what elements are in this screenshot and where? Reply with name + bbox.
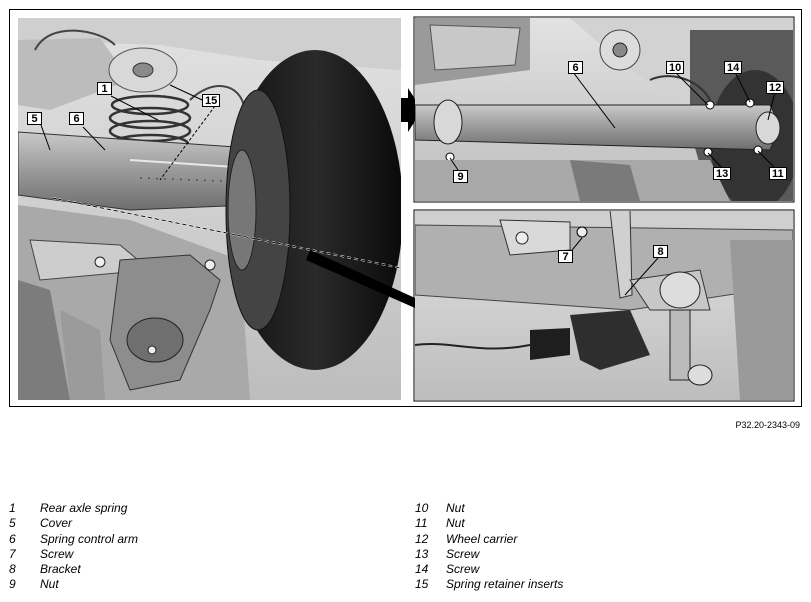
callout-11: 11 [769, 167, 787, 180]
figure-reference-code: P32.20-2343-09 [735, 420, 800, 430]
callout-10: 10 [666, 61, 685, 74]
callout-12: 12 [766, 81, 785, 94]
illustration-frame: 1 5 6 15 6 10 14 12 9 13 11 7 8 [9, 9, 802, 407]
illustration-drawing [18, 16, 795, 402]
main-view [18, 18, 401, 400]
bottom-right-detail-view [415, 211, 793, 400]
callout-1: 1 [97, 82, 112, 95]
callout-8: 8 [653, 245, 668, 258]
callout-13: 13 [713, 167, 732, 180]
callout-7: 7 [558, 250, 573, 263]
callout-14: 14 [724, 61, 743, 74]
callout-15: 15 [202, 94, 221, 107]
callout-6-main: 6 [69, 112, 84, 125]
top-right-detail-view [415, 18, 793, 201]
callout-9: 9 [453, 170, 468, 183]
callout-5: 5 [27, 112, 42, 125]
callout-6-detail: 6 [568, 61, 583, 74]
